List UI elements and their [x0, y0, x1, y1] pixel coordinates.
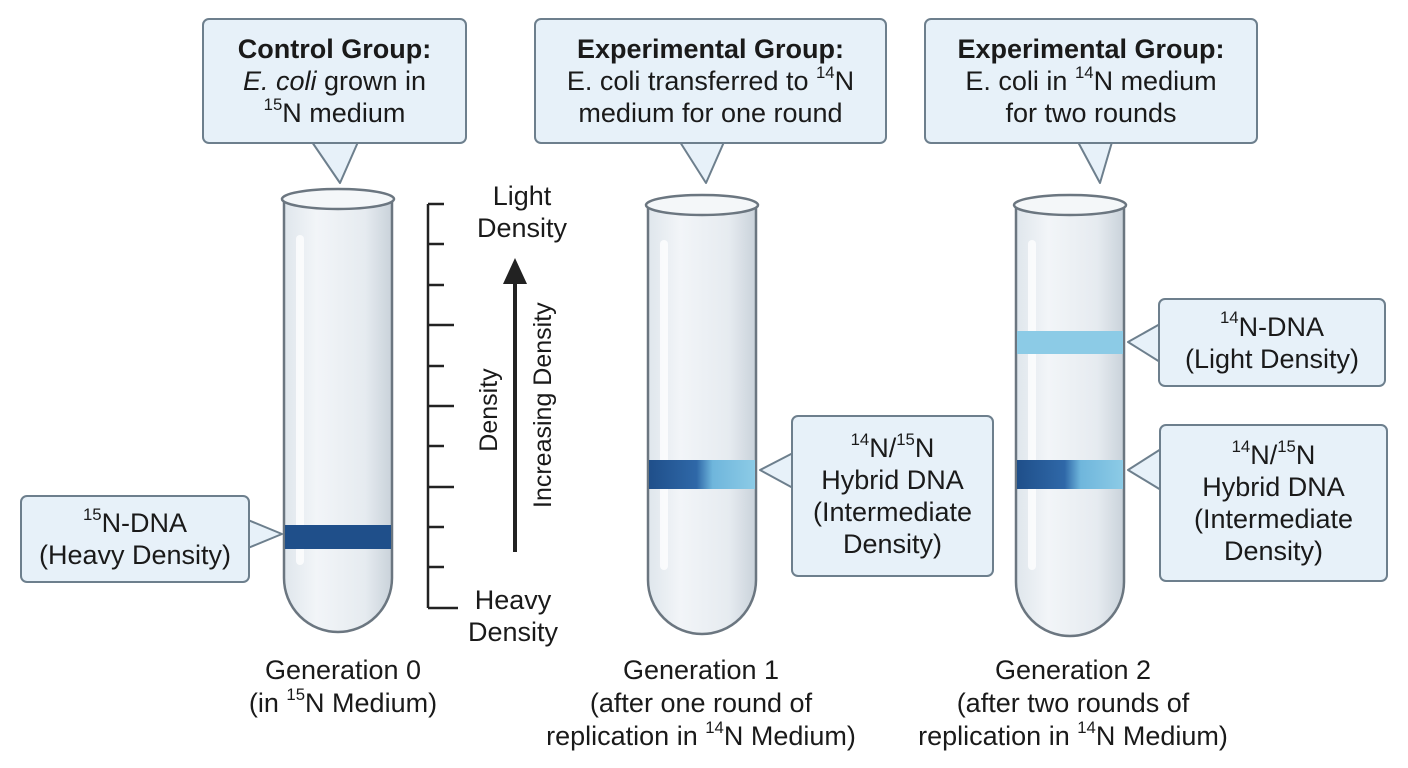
heavy-dna-band: [285, 525, 391, 549]
light-dna-band: [1017, 331, 1123, 354]
callout-title: Experimental Group:: [576, 34, 845, 64]
light-dna-callout: 14N-DNA (Light Density): [1158, 298, 1386, 387]
organism-name: E. coli: [242, 66, 317, 96]
tube-generation-1: [644, 193, 760, 636]
tube-generation-2: [1012, 193, 1128, 638]
callout-title: Experimental Group:: [957, 34, 1225, 64]
increasing-density-arrow: [503, 258, 527, 552]
density-scale: [426, 202, 458, 610]
density-axis-label: Density: [475, 368, 503, 452]
increasing-density-label: Increasing Density: [529, 302, 557, 508]
experimental-group-2-callout: Experimental Group: E. coli in 14N mediu…: [924, 18, 1258, 144]
heavy-density-label: Heavy Density: [467, 585, 559, 647]
control-group-callout: Control Group: E. coli grown in 15N medi…: [202, 18, 467, 144]
hybrid-dna-band-gen2: [1017, 460, 1123, 489]
hybrid-dna-band-gen1: [649, 460, 755, 489]
hybrid-dna-callout-gen1: 14N/15N Hybrid DNA (Intermediate Density…: [791, 415, 994, 577]
generation-0-caption: Generation 0 (in 15N Medium): [248, 655, 438, 718]
generation-1-caption: Generation 1 (after one round of replica…: [546, 655, 856, 751]
callout-pointers: [247, 141, 1162, 549]
light-density-label: Light Density: [476, 181, 568, 243]
generation-2-caption: Generation 2 (after two rounds of replic…: [918, 655, 1228, 751]
heavy-dna-callout: 15N-DNA (Heavy Density): [20, 495, 250, 583]
hybrid-dna-callout-gen2: 14N/15N Hybrid DNA (Intermediate Density…: [1159, 424, 1388, 582]
tube-generation-0: [280, 187, 396, 634]
experimental-group-1-callout: Experimental Group: E. coli transferred …: [534, 18, 887, 144]
callout-title: Control Group:: [237, 34, 432, 64]
